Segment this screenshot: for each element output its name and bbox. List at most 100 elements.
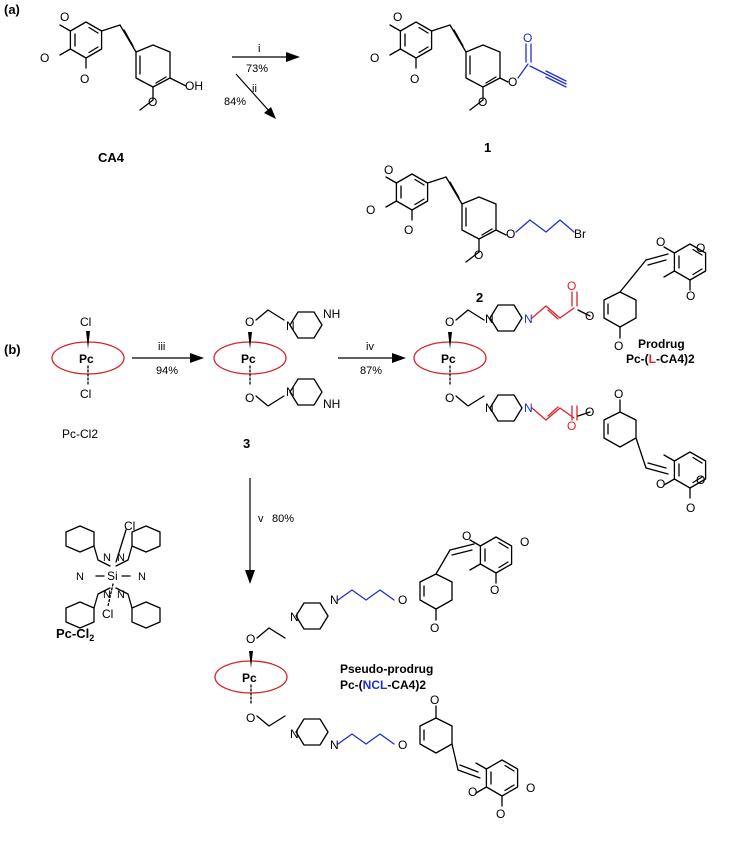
step-v-yield: 80% [272, 513, 294, 525]
step-v-label: v [258, 513, 264, 525]
svg-text:O: O [526, 781, 535, 795]
svg-text:O: O [478, 95, 487, 109]
svg-text:Cl: Cl [80, 387, 91, 401]
compound-3-label: 3 [243, 436, 250, 451]
svg-text:N: N [290, 727, 299, 741]
svg-text:O: O [474, 248, 483, 262]
step-i-label: i [258, 43, 260, 55]
svg-text:Pc: Pc [441, 352, 456, 366]
panel-a-label: (a) [4, 2, 20, 17]
svg-text:O: O [656, 477, 665, 491]
reaction-arrow-iv [338, 353, 406, 363]
svg-text:O: O [614, 387, 623, 401]
pc-core-label: Pc [79, 352, 94, 366]
svg-text:O: O [523, 31, 532, 45]
svg-text:O: O [585, 309, 594, 323]
bromine-label: Br [574, 227, 586, 241]
svg-text:O: O [404, 223, 413, 237]
svg-text:O: O [520, 535, 529, 549]
prodrug-title: Prodrug [638, 337, 685, 351]
step-i-yield: 73% [246, 63, 268, 75]
svg-text:O: O [430, 621, 439, 635]
ca4-structure [59, 21, 187, 111]
svg-text:Cl: Cl [80, 315, 91, 329]
svg-text:N: N [524, 401, 533, 415]
svg-text:Cl: Cl [124, 519, 135, 533]
svg-text:O: O [567, 279, 576, 293]
svg-text:N: N [117, 552, 125, 564]
hydroxyl-label: OH [185, 79, 203, 93]
step-iv-yield: 87% [360, 365, 382, 377]
compound-1-label: 1 [484, 140, 491, 155]
pc-cl2-scheme [51, 331, 125, 386]
svg-text:N: N [103, 589, 111, 601]
svg-text:O: O [656, 235, 665, 249]
svg-text:N: N [286, 385, 295, 399]
pc-cl2-label: Pc-Cl2 [62, 427, 98, 441]
svg-text:Pc: Pc [242, 671, 257, 685]
svg-text:N: N [485, 401, 494, 415]
step-ii-label: ii [252, 83, 257, 95]
svg-text:O: O [40, 51, 49, 65]
pseudo-prodrug-title: Pseudo-prodrug [340, 662, 433, 676]
reaction-arrow-i [232, 52, 300, 62]
svg-text:O: O [398, 593, 407, 607]
panel-b-label: (b) [4, 342, 21, 357]
svg-text:O: O [445, 315, 454, 329]
svg-text:O: O [370, 51, 379, 65]
pseudo-prodrug-name: Pc-(NCL-CA4)2 [340, 678, 426, 692]
svg-text:O: O [245, 315, 254, 329]
svg-text:N: N [286, 319, 295, 333]
svg-text:O: O [614, 339, 623, 353]
svg-text:O: O [246, 711, 255, 725]
svg-text:O: O [468, 785, 477, 799]
svg-text:O: O [366, 203, 375, 217]
svg-text:O: O [410, 72, 419, 86]
svg-text:N: N [485, 312, 494, 326]
svg-text:N: N [103, 552, 111, 564]
svg-text:O: O [245, 391, 254, 405]
svg-text:O: O [686, 289, 695, 303]
pc-cl2-structure-label: Pc-Cl2 [56, 626, 94, 643]
svg-text:O: O [496, 807, 505, 821]
pc-cl2-structure [65, 525, 161, 629]
svg-text:O: O [462, 529, 471, 543]
step-iii-label: iii [158, 341, 165, 353]
svg-text:N: N [117, 589, 125, 601]
svg-text:O: O [506, 227, 515, 241]
reaction-arrow-ii [235, 73, 276, 119]
svg-text:N: N [76, 571, 84, 583]
svg-text:O: O [585, 405, 594, 419]
reaction-arrow-v [245, 478, 255, 584]
step-ii-yield: 84% [224, 96, 246, 108]
svg-text:O: O [398, 738, 407, 752]
svg-text:O: O [148, 95, 157, 109]
svg-text:O: O [445, 391, 454, 405]
svg-text:O: O [696, 473, 705, 487]
svg-text:N: N [330, 738, 339, 752]
compound-1-structure [389, 21, 567, 111]
svg-text:N: N [524, 312, 533, 326]
step-iv-label: iv [366, 341, 374, 353]
svg-text:O: O [686, 501, 695, 515]
svg-text:O: O [567, 419, 576, 433]
svg-text:O: O [60, 10, 69, 24]
svg-text:N: N [138, 571, 146, 583]
compound-2-structure [385, 173, 575, 263]
svg-text:O: O [490, 583, 499, 597]
svg-text:Cl: Cl [102, 607, 113, 621]
svg-text:Pc: Pc [241, 352, 256, 366]
prodrug-name: Pc-(L-CA4)2 [626, 352, 695, 366]
svg-text:O: O [246, 632, 255, 646]
svg-text:NH: NH [323, 397, 340, 411]
silicon-label: Si [107, 569, 118, 583]
svg-text:O: O [80, 72, 89, 86]
svg-text:N: N [330, 593, 339, 607]
svg-text:O: O [696, 241, 705, 255]
svg-text:O: O [384, 163, 393, 177]
compound-ca4-label: CA4 [98, 150, 125, 165]
compound-2-label: 2 [476, 290, 483, 305]
prodrug-structure [413, 243, 707, 499]
svg-text:NH: NH [323, 307, 340, 321]
